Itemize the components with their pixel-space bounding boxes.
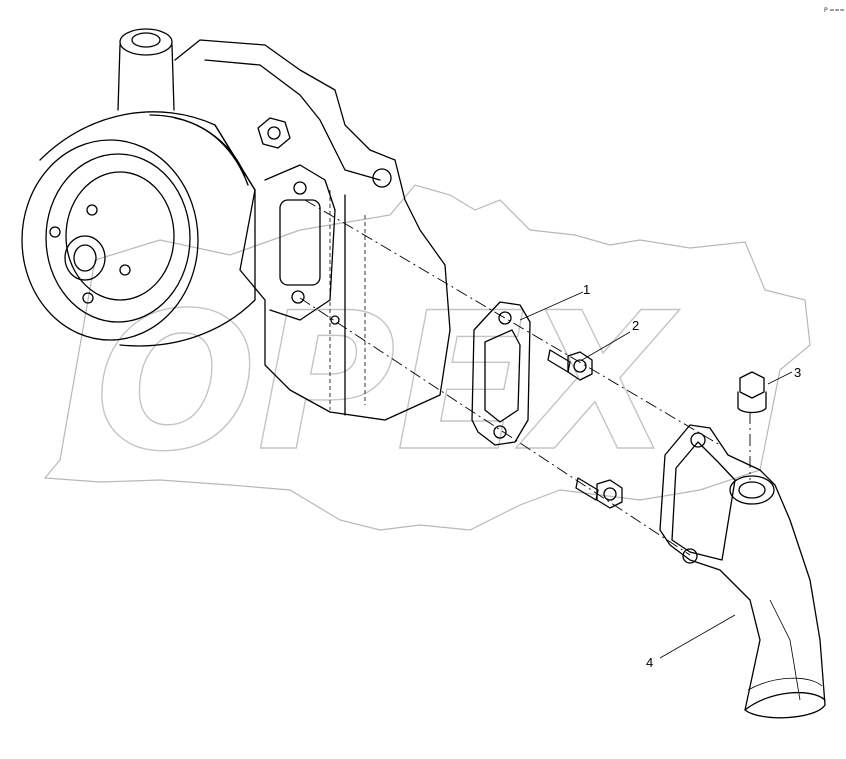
watermark: OPEX (43, 184, 811, 531)
plug (737, 371, 767, 414)
assembly-lines (299, 199, 751, 556)
callout-1-label: 1 (583, 282, 590, 297)
callout-4-label: 4 (646, 655, 653, 670)
gasket (471, 301, 531, 446)
bolt-lower (575, 477, 623, 509)
watermark-text: OPEX (95, 272, 681, 493)
callout-2-label: 2 (632, 318, 639, 333)
callout-leaders (519, 291, 793, 659)
water-outlet-elbow (659, 424, 826, 719)
bolt-upper (547, 349, 593, 381)
water-pump (21, 28, 451, 421)
corner-mark: P === (824, 7, 845, 14)
watermark-gear-outline (43, 184, 811, 531)
callout-3-label: 3 (794, 365, 801, 380)
